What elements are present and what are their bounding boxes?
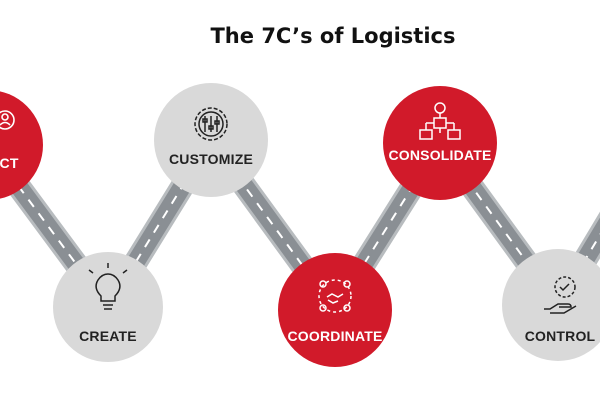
step-connect-label: ECT bbox=[0, 155, 19, 171]
step-consolidate: CONSOLIDATE bbox=[383, 86, 497, 200]
step-control: CONTROL bbox=[502, 249, 600, 361]
step-consolidate-circle bbox=[383, 86, 497, 200]
hand-badge-check-icon bbox=[544, 276, 577, 314]
team-handshake-icon bbox=[318, 279, 352, 313]
hierarchy-icon bbox=[419, 102, 461, 140]
step-coordinate: COORDINATE bbox=[278, 253, 392, 367]
step-create-label: CREATE bbox=[79, 328, 137, 344]
step-coordinate-circle bbox=[278, 253, 392, 367]
step-create: CREATE bbox=[53, 252, 163, 362]
step-control-label: CONTROL bbox=[525, 328, 596, 344]
step-customize-label: CUSTOMIZE bbox=[169, 151, 253, 167]
step-control-circle bbox=[502, 249, 600, 361]
step-consolidate-label: CONSOLIDATE bbox=[388, 147, 491, 163]
step-create-circle bbox=[53, 252, 163, 362]
step-customize: CUSTOMIZE bbox=[154, 83, 268, 197]
gear-sliders-icon bbox=[194, 107, 228, 141]
step-connect: ECT bbox=[0, 91, 43, 199]
diagram-title: The 7C’s of Logistics bbox=[210, 24, 456, 48]
lightbulb-icon bbox=[88, 263, 128, 310]
step-connect-circle bbox=[0, 91, 43, 199]
person-in-circle-icon bbox=[0, 110, 15, 130]
step-coordinate-label: COORDINATE bbox=[287, 328, 382, 344]
